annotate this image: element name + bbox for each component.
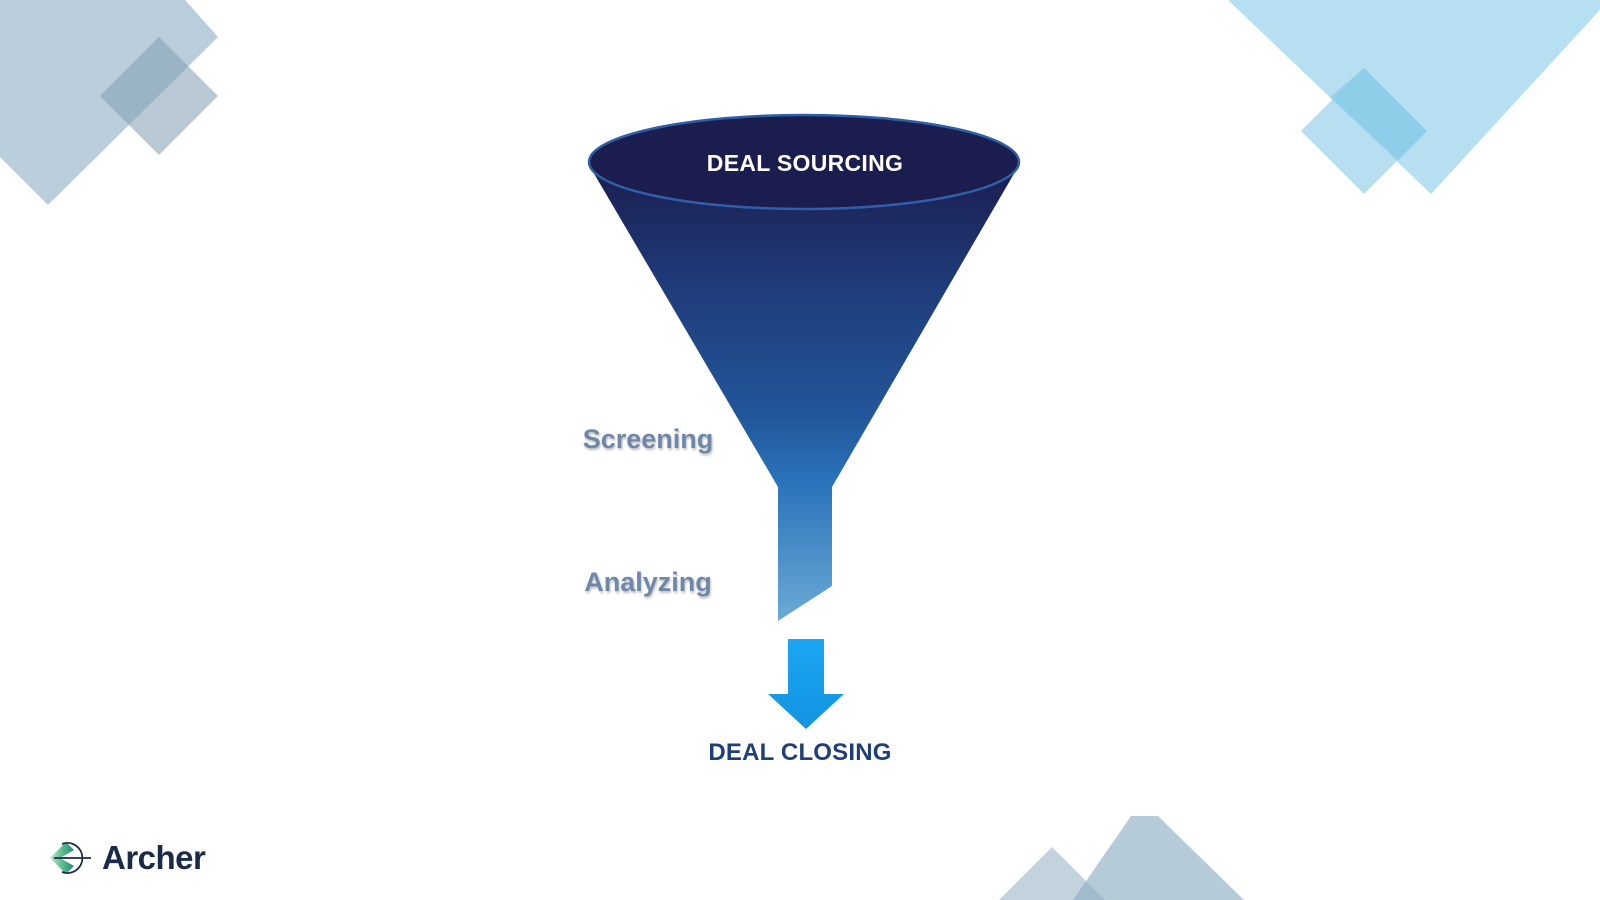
brand-logo: Archer [48,838,206,878]
bottom-right-diamonds [999,816,1244,900]
funnel-body [589,165,1019,621]
analyzing-label: Analyzing [584,567,712,597]
top-right-diamonds [1228,0,1600,194]
top-left-diamonds [0,0,218,205]
funnel [587,113,1021,621]
archer-logo-icon [50,842,91,874]
deal-closing-label: DEAL CLOSING [708,739,892,766]
brand-name: Archer [102,839,206,876]
down-arrow-icon [768,639,844,729]
deal-sourcing-label: DEAL SOURCING [706,150,904,176]
funnel-rim [587,113,1021,211]
screening-label: Screening [582,424,714,454]
